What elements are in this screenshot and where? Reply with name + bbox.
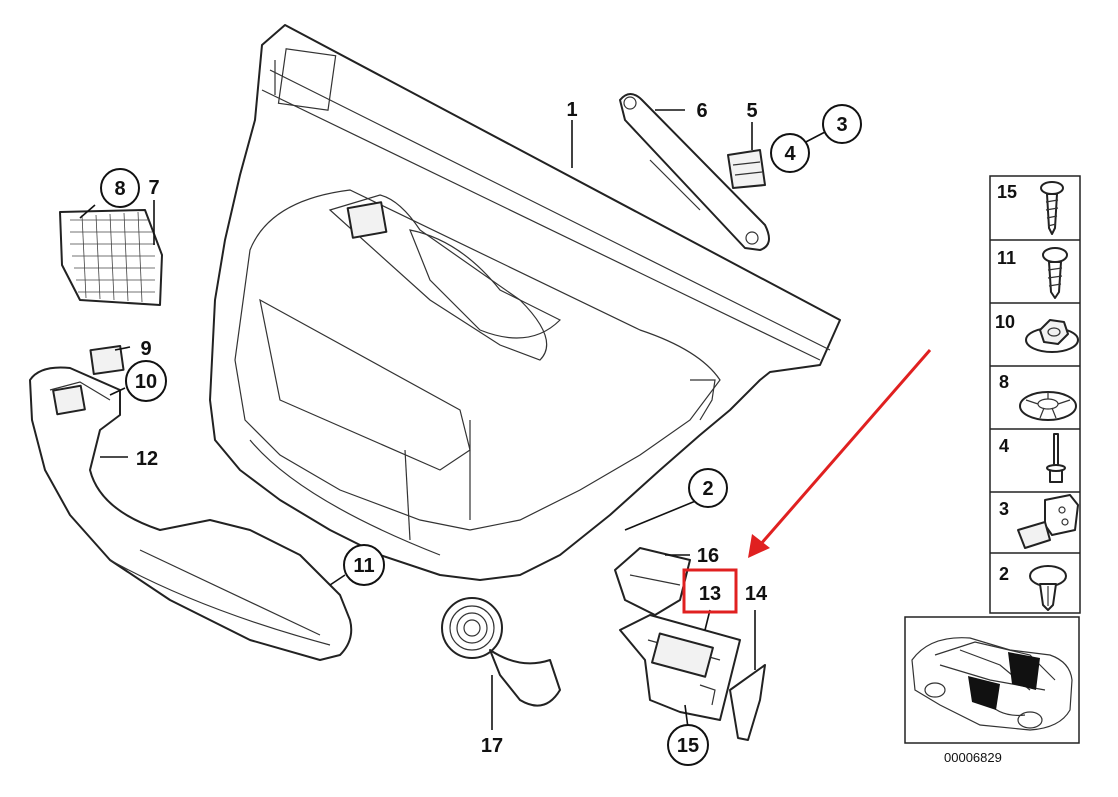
legend-row: 15: [997, 181, 1064, 235]
speaker-grille: [59, 209, 163, 306]
callout-7: 7: [148, 177, 159, 199]
callout-label: 5: [746, 100, 757, 122]
grab-handle-bracket: [619, 93, 770, 251]
bolt-icon: [1042, 247, 1068, 299]
callout-16: 16: [697, 545, 719, 567]
callout-4: 4: [770, 133, 810, 173]
callout-11: 11: [343, 544, 385, 586]
callout-8: 8: [100, 168, 140, 208]
legend-label: 10: [995, 312, 1015, 332]
legend-row: 10: [995, 312, 1079, 353]
legend-row: 8: [999, 372, 1077, 421]
callout-label: 12: [136, 448, 158, 470]
callout-label: 10: [135, 371, 157, 393]
callout-label: 11: [353, 555, 374, 577]
callout-label: 6: [696, 100, 707, 122]
rivet-icon: [1046, 433, 1066, 483]
callout-12: 12: [136, 448, 158, 470]
callout-label: 8: [114, 178, 125, 200]
legend-label: 2: [999, 564, 1009, 584]
legend-row: 4: [999, 433, 1066, 483]
ashtray-box: [619, 614, 741, 721]
highlight-box: [682, 568, 738, 614]
callout-label: 14: [745, 583, 768, 605]
adhesive-tape-roll: [441, 597, 561, 707]
callout-1: 1: [566, 99, 577, 121]
legend-row: 3: [999, 494, 1079, 549]
callout-label: 7: [148, 177, 159, 199]
door-trim-panel: [209, 24, 841, 581]
grille-mesh: [70, 211, 155, 303]
legend-label: 15: [997, 182, 1017, 202]
callout-10: 10: [125, 360, 167, 402]
legend-label: 3: [999, 499, 1009, 519]
switch-cover: [89, 345, 125, 375]
legend-label: 8: [999, 372, 1009, 392]
callout-label: 4: [784, 143, 796, 165]
callout-2: 2: [688, 468, 728, 508]
legend-label: 4: [999, 436, 1009, 456]
callout-label: 1: [566, 99, 577, 121]
storage-tray: [614, 547, 691, 616]
bracket-icon: [1017, 494, 1079, 549]
hardware-legend: 15 11 10 8: [989, 175, 1081, 614]
callout-label: 9: [140, 338, 151, 360]
window-switch: [727, 149, 766, 189]
cover-strip: [729, 664, 766, 741]
callout-17: 17: [481, 735, 503, 757]
door-highlight-rear: [1008, 652, 1040, 690]
legend-label: 11: [997, 248, 1016, 268]
callout-3: 3: [822, 104, 862, 144]
expansion-rivet-icon: [1029, 565, 1067, 611]
callout-15: 15: [667, 724, 709, 766]
legend-row: 11: [997, 247, 1068, 299]
legend-row: 2: [999, 564, 1067, 611]
callout-5: 5: [746, 100, 757, 122]
callout-label: 16: [697, 545, 719, 567]
callout-label: 17: [481, 735, 503, 757]
callout-13: 13: [682, 568, 738, 614]
callout-label: 3: [836, 114, 847, 136]
leader-lines: [79, 109, 826, 730]
callout-9: 9: [140, 338, 151, 360]
callout-6: 6: [696, 100, 707, 122]
highlight-arrow: [748, 349, 932, 558]
armrest-trim: [29, 366, 353, 661]
callout-label: 15: [677, 735, 699, 757]
diagram-code: 00006829: [944, 750, 1002, 765]
screw-icon: [1040, 181, 1064, 235]
vehicle-location-inset: [904, 616, 1080, 744]
nut-icon: [1025, 319, 1079, 353]
clip-washer-icon: [1019, 391, 1077, 421]
door-highlight-front: [968, 676, 1000, 710]
callout-label: 13: [699, 583, 721, 605]
callout-14: 14: [745, 583, 768, 605]
callout-label: 2: [702, 478, 713, 500]
